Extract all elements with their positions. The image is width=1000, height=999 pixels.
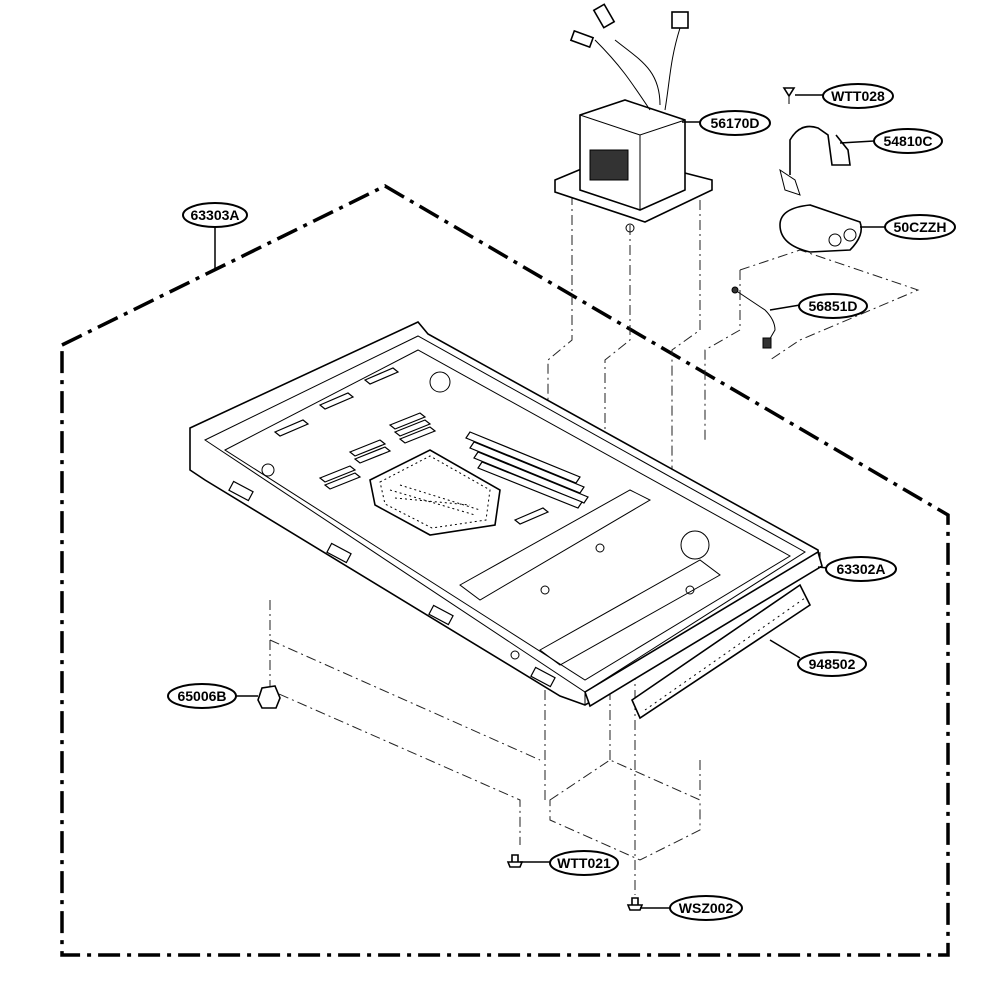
- transformer-56170D: [554, 3, 713, 233]
- callout-WTT028: WTT028: [822, 83, 894, 109]
- callout-948502: 948502: [797, 651, 867, 677]
- label-56170D: 56170D: [710, 115, 759, 131]
- callout-54810C: 54810C: [873, 128, 943, 154]
- diode-56851D: [731, 286, 776, 349]
- label-56851D: 56851D: [808, 298, 857, 314]
- screw-WTT021: [506, 854, 524, 868]
- label-65006B: 65006B: [177, 688, 226, 704]
- label-WTT021: WTT021: [557, 855, 611, 871]
- callout-56170D: 56170D: [699, 110, 771, 136]
- base-plate: [189, 321, 823, 708]
- label-WSZ002: WSZ002: [679, 900, 734, 916]
- screw-WSZ002: [626, 897, 644, 911]
- leader-lines: [214, 94, 886, 909]
- label-WTT028: WTT028: [831, 88, 885, 104]
- screw-WTT028: [782, 87, 796, 104]
- callout-56851D: 56851D: [798, 293, 868, 319]
- label-63303A: 63303A: [190, 207, 239, 223]
- callout-63302A: 63302A: [825, 556, 897, 582]
- label-50CZZH: 50CZZH: [894, 219, 947, 235]
- label-948502: 948502: [809, 656, 856, 672]
- label-63302A: 63302A: [836, 561, 885, 577]
- callout-WSZ002: WSZ002: [669, 895, 743, 921]
- callout-WTT021: WTT021: [549, 850, 619, 876]
- callout-50CZZH: 50CZZH: [884, 214, 956, 240]
- assembly-boundary: [60, 184, 950, 957]
- callout-65006B: 65006B: [167, 683, 237, 709]
- bracket-54810C: [779, 125, 851, 196]
- gasket-strip-948502: [630, 583, 812, 720]
- vent-slots: [273, 367, 589, 525]
- callout-63303A: 63303A: [182, 202, 248, 228]
- foot-65006B: [257, 685, 281, 709]
- capacitor-50CZZH: [779, 204, 863, 253]
- label-54810C: 54810C: [883, 133, 932, 149]
